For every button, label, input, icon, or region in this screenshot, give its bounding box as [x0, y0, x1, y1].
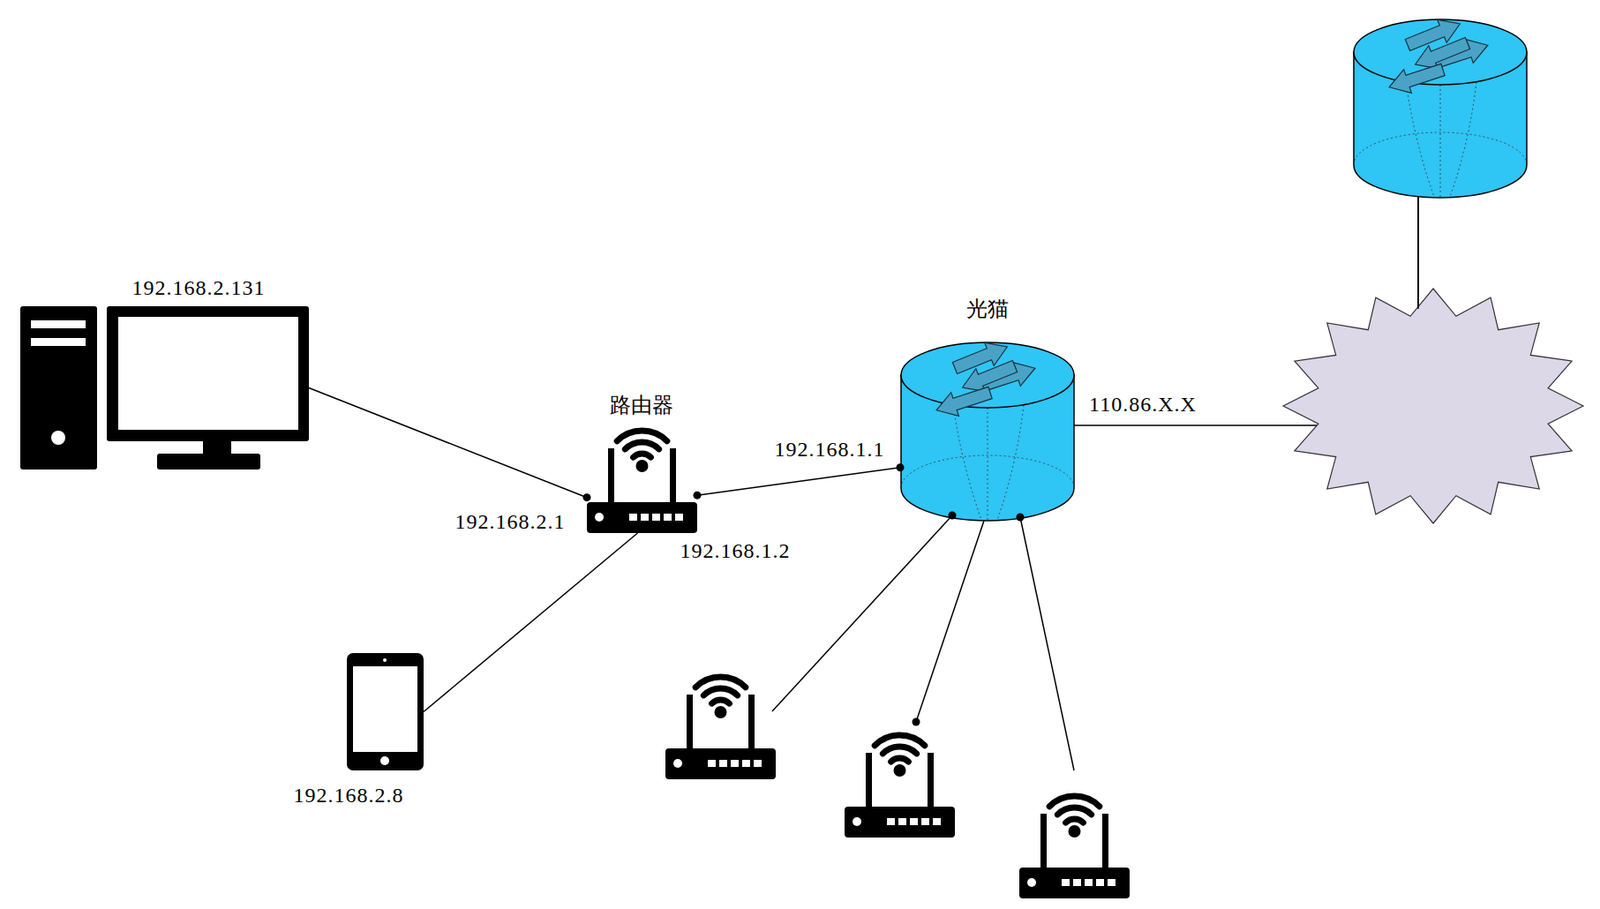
ip-address: 110.86.X.X — [1089, 391, 1197, 418]
wire — [772, 196, 1419, 771]
tablet-icon — [346, 653, 424, 771]
router-node: 路由器 — [586, 421, 698, 534]
router-icon — [665, 676, 776, 780]
port-dot — [912, 511, 1025, 727]
pc-node: 192.168.2.131 — [20, 306, 309, 470]
node-label: 192.168.2.8 — [293, 782, 405, 809]
router-icon — [1019, 796, 1130, 899]
ip-address: 192.168.1.2 — [680, 538, 791, 564]
node-label: 路由器 — [609, 392, 674, 419]
modem-cylinder — [901, 335, 1075, 521]
internet-cloud — [1283, 288, 1584, 524]
port-dot — [583, 493, 592, 502]
node-label: 光猫 — [966, 296, 1009, 323]
node-label: 192.168.2.131 — [132, 275, 266, 301]
router-icon — [586, 430, 698, 534]
wire — [1417, 196, 1420, 309]
pc-icon — [20, 306, 309, 470]
network-link — [308, 388, 587, 498]
router-icon — [844, 735, 955, 838]
network-link — [423, 533, 639, 713]
modem-node: 光猫 — [900, 341, 1075, 522]
network-link — [697, 467, 901, 496]
tablet-node: 192.168.2.8 — [346, 653, 424, 771]
isp-router-cylinder — [1353, 12, 1527, 198]
ip-address: 192.168.1.1 — [774, 436, 886, 463]
ip-address: 192.168.2.1 — [455, 509, 566, 535]
port-dot — [693, 491, 702, 500]
port-dot — [896, 463, 905, 472]
